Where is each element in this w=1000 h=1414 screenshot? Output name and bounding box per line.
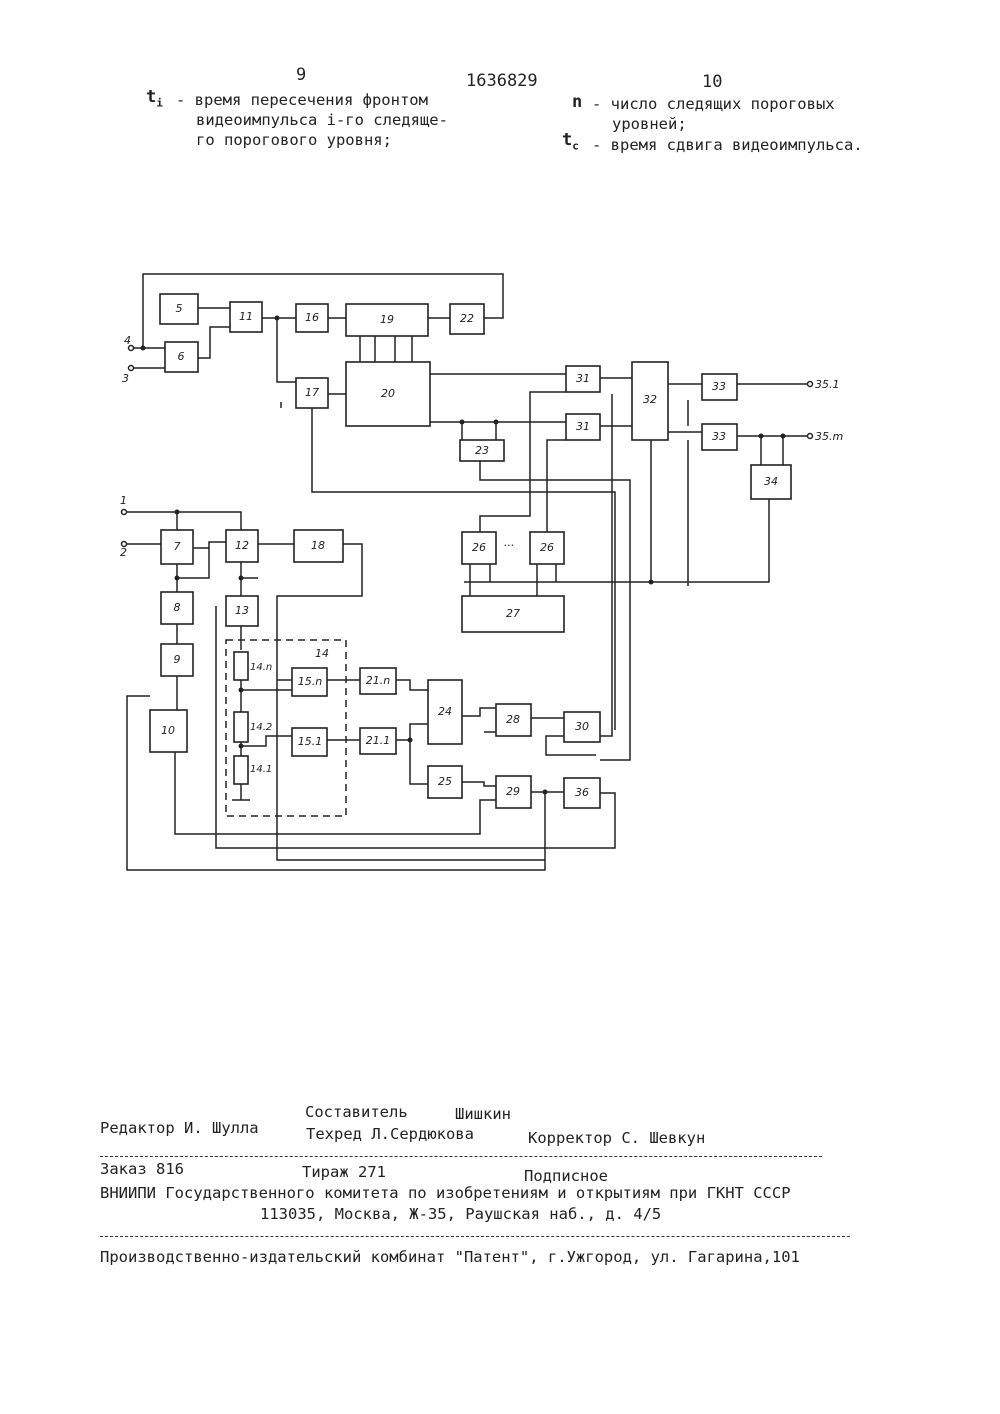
label-block-32: 32: [643, 393, 657, 406]
label-block-18: 18: [311, 539, 325, 552]
label-block-17: 17: [305, 386, 319, 399]
label-block-34: 34: [764, 475, 778, 488]
resistor-14n: [234, 652, 248, 680]
label-block-33a: 33: [712, 380, 726, 393]
label-block-27: 27: [506, 607, 520, 620]
label-block-6: 6: [178, 350, 185, 363]
label-block-12: 12: [235, 539, 249, 552]
label-block-13: 13: [235, 604, 249, 617]
label-terminal-1: 1: [120, 494, 127, 507]
label-block-24: 24: [438, 705, 452, 718]
label-terminal-35-m: 35.m: [815, 430, 843, 443]
label-block-211: 21.1: [366, 734, 391, 747]
label-block-10: 10: [161, 724, 175, 737]
label-block-9: 9: [174, 653, 181, 666]
footer-techred: Техред Л.Сердюкова: [306, 1125, 474, 1143]
label-block-8: 8: [174, 601, 181, 614]
label-block-22: 22: [460, 312, 474, 325]
resistor-141: [234, 756, 248, 784]
label-terminal-35-1: 35.1: [815, 378, 840, 391]
label-block-15n: 15.n: [298, 675, 322, 688]
label-block-16: 16: [305, 311, 319, 324]
label-block-151: 15.1: [298, 735, 323, 748]
footer-subscription: Подписное: [524, 1167, 608, 1185]
label-terminal-2: 2: [120, 546, 127, 559]
label-block-26b: 26: [540, 541, 554, 554]
label-block-31a: 31: [576, 372, 590, 385]
label-block-30: 30: [575, 720, 589, 733]
label-block-23: 23: [475, 444, 489, 457]
label-block-19: 19: [380, 313, 394, 326]
label-block-36: 36: [575, 786, 589, 799]
label-block-7: 7: [174, 540, 181, 553]
label-block-29: 29: [506, 785, 520, 798]
resistor-142: [234, 712, 248, 742]
label-block-14: 14: [315, 647, 329, 660]
label-block-26a: 26: [472, 541, 486, 554]
footer-org-line2: 113035, Москва, Ж-35, Раушская наб., д. …: [260, 1205, 661, 1223]
footer-editor: Редактор И. Шулла: [100, 1119, 259, 1137]
footer-rule-1: [100, 1156, 822, 1157]
label-block-5: 5: [176, 302, 183, 315]
label-block-31b: 31: [576, 420, 590, 433]
footer-compiler-name: Шишкин: [455, 1105, 511, 1123]
label-block-28: 28: [506, 713, 520, 726]
label-block-33b: 33: [712, 430, 726, 443]
footer-compiler-label: Составитель: [305, 1103, 408, 1121]
footer-order: Заказ 816: [100, 1160, 184, 1178]
footer-corrector: Корректор С. Шевкун: [528, 1129, 705, 1147]
label-block-11: 11: [239, 310, 253, 323]
label-terminal-3: 3: [122, 372, 129, 385]
label-block-21n: 21.n: [366, 674, 390, 687]
label-resistor-14n: 14.n: [250, 662, 272, 673]
label-resistor-141: 14.1: [250, 764, 272, 775]
footer-printer: Производственно-издательский комбинат "П…: [100, 1248, 800, 1266]
footer-org-line1: ВНИИПИ Государственного комитета по изоб…: [100, 1184, 791, 1202]
label-resistor-142: 14.2: [250, 722, 272, 733]
label-block-20: 20: [381, 387, 395, 400]
label-dots-26: ...: [504, 536, 515, 549]
footer-rule-2: [100, 1236, 850, 1237]
label-block-25: 25: [438, 775, 452, 788]
label-terminal-4: 4: [124, 334, 131, 347]
footer-circulation: Тираж 271: [302, 1163, 386, 1181]
